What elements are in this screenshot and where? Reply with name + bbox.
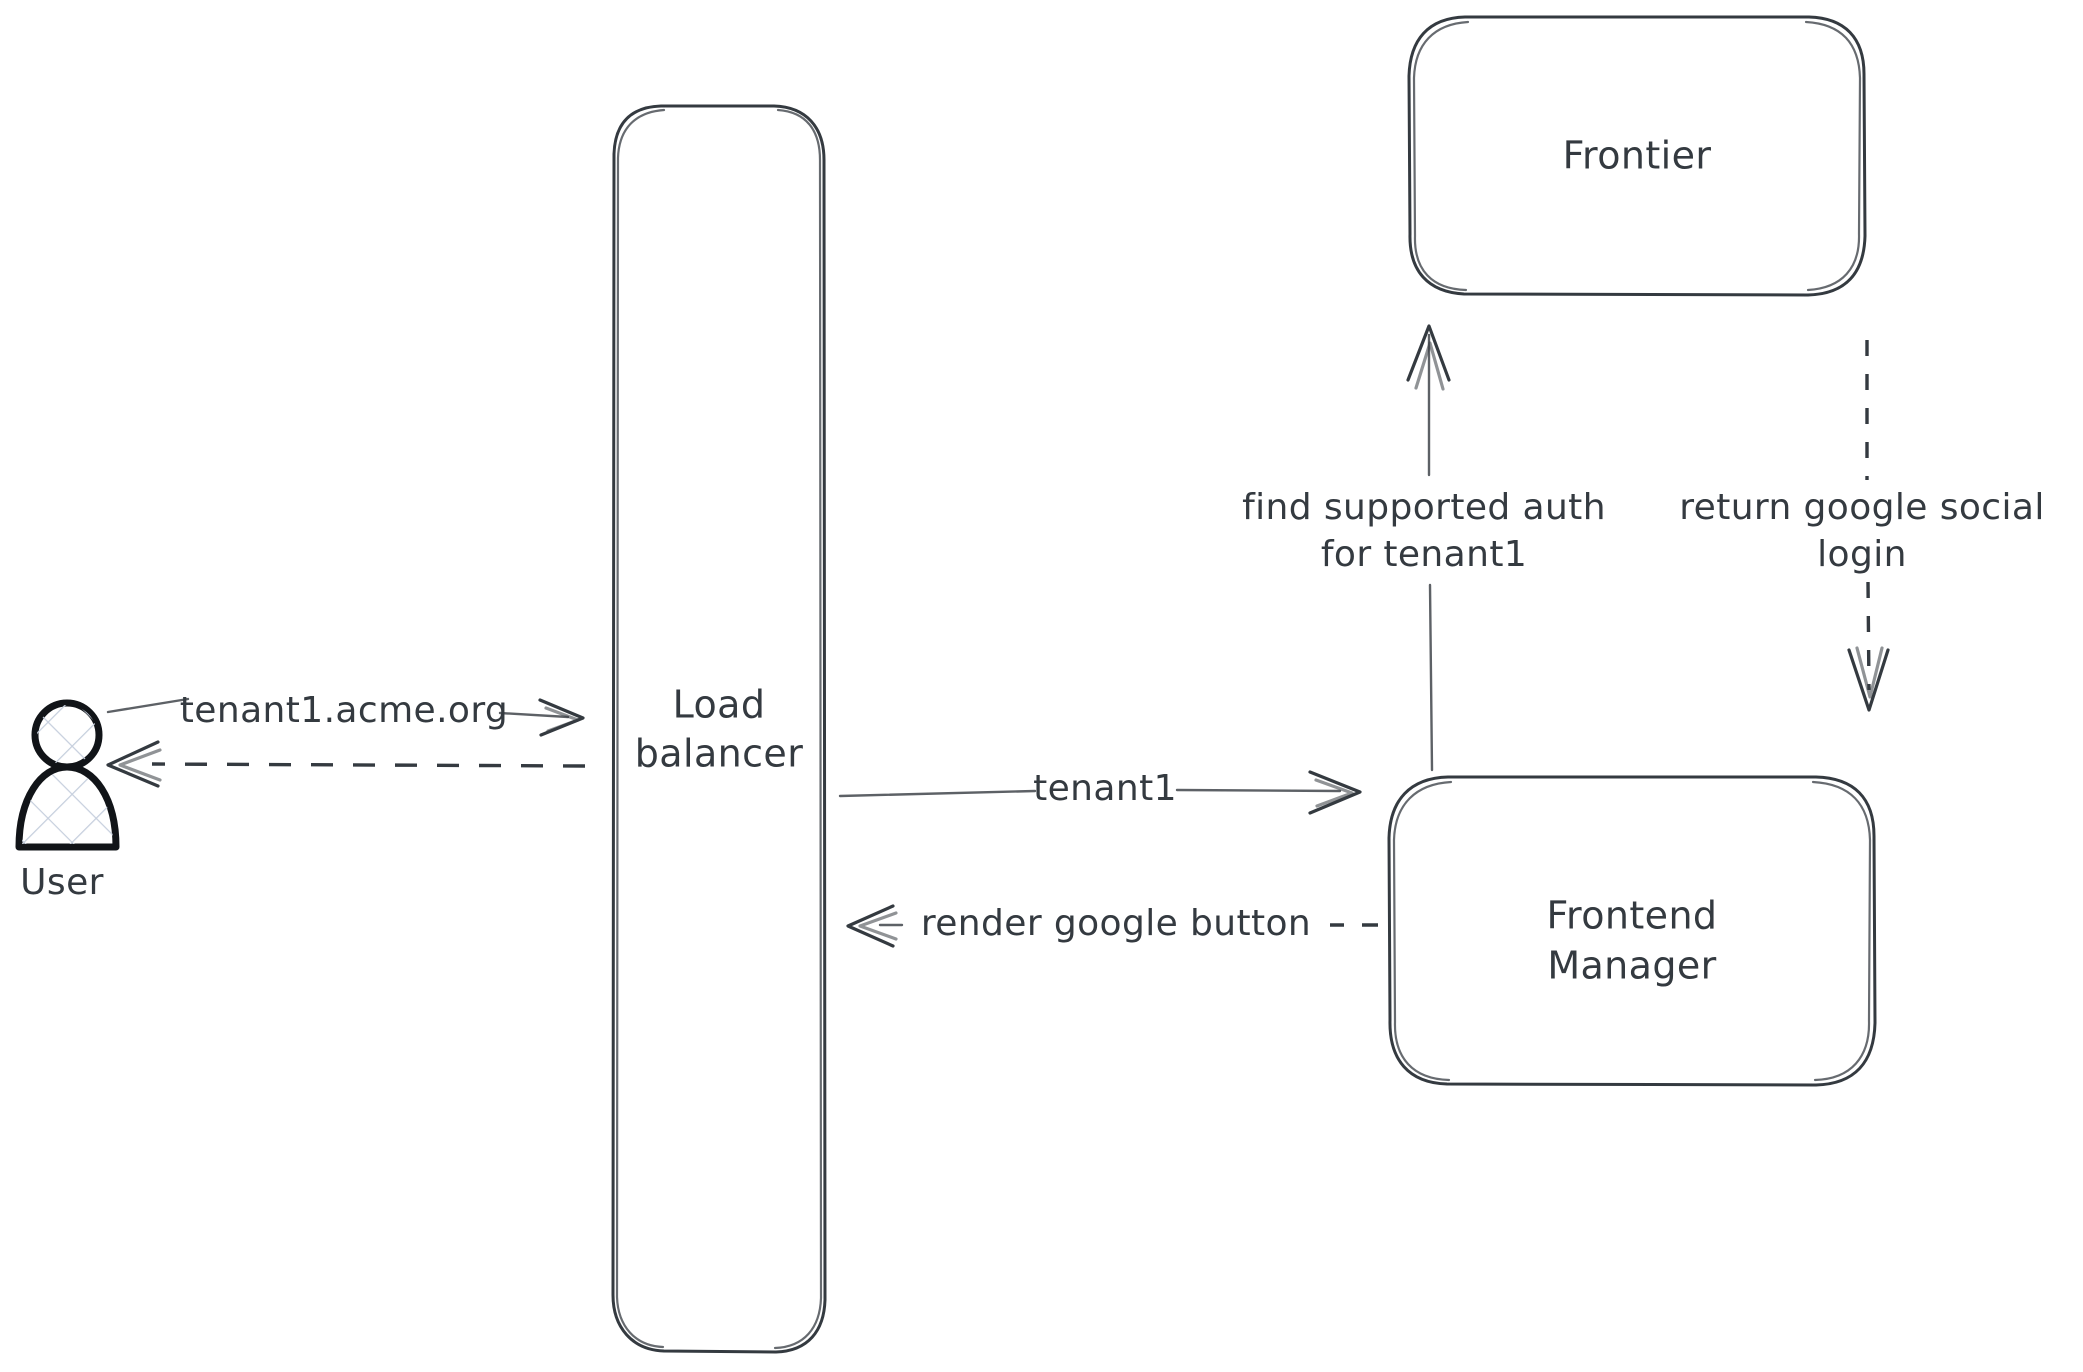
edge-frontend-manager-to-load-balancer-label: render google button [921, 903, 1311, 944]
edge-load-balancer-to-user[interactable] [106, 740, 586, 788]
node-load-balancer-label-line2: balancer [635, 732, 803, 776]
node-frontier-label: Frontier [1563, 134, 1712, 178]
edge-frontend-manager-to-frontier-label-line1: find supported auth [1242, 487, 1606, 528]
edge-frontend-manager-to-load-balancer[interactable]: render google button [846, 903, 1378, 948]
user-body-hatch [22, 771, 113, 844]
edge-frontend-manager-to-frontier[interactable]: find supported auth for tenant1 [1242, 324, 1606, 772]
edge-load-balancer-to-frontend-manager[interactable]: tenant1 [838, 768, 1362, 815]
edge-frontier-to-frontend-manager[interactable]: return google social login [1679, 340, 2045, 712]
edge-frontier-to-frontend-manager-label-line2: login [1817, 534, 1907, 575]
node-frontend-manager[interactable]: Frontend Manager [1387, 775, 1877, 1087]
node-load-balancer[interactable]: Load balancer [611, 104, 827, 1354]
edge-load-balancer-to-frontend-manager-label: tenant1 [1033, 768, 1177, 809]
actor-user[interactable]: User [15, 699, 120, 903]
edge-frontier-to-frontend-manager-label-line1: return google social [1679, 487, 2045, 528]
user-head-hatch [37, 705, 97, 765]
actor-user-label: User [20, 862, 104, 903]
edge-frontend-manager-to-frontier-label-line2: for tenant1 [1321, 534, 1527, 575]
node-load-balancer-label-line1: Load [673, 683, 766, 727]
node-frontend-manager-label-line1: Frontend [1547, 894, 1718, 938]
edge-user-to-load-balancer[interactable]: tenant1.acme.org [106, 690, 585, 737]
node-frontier[interactable]: Frontier [1407, 15, 1867, 297]
node-frontend-manager-label-line2: Manager [1547, 944, 1716, 988]
edge-user-to-load-balancer-label: tenant1.acme.org [180, 690, 508, 731]
